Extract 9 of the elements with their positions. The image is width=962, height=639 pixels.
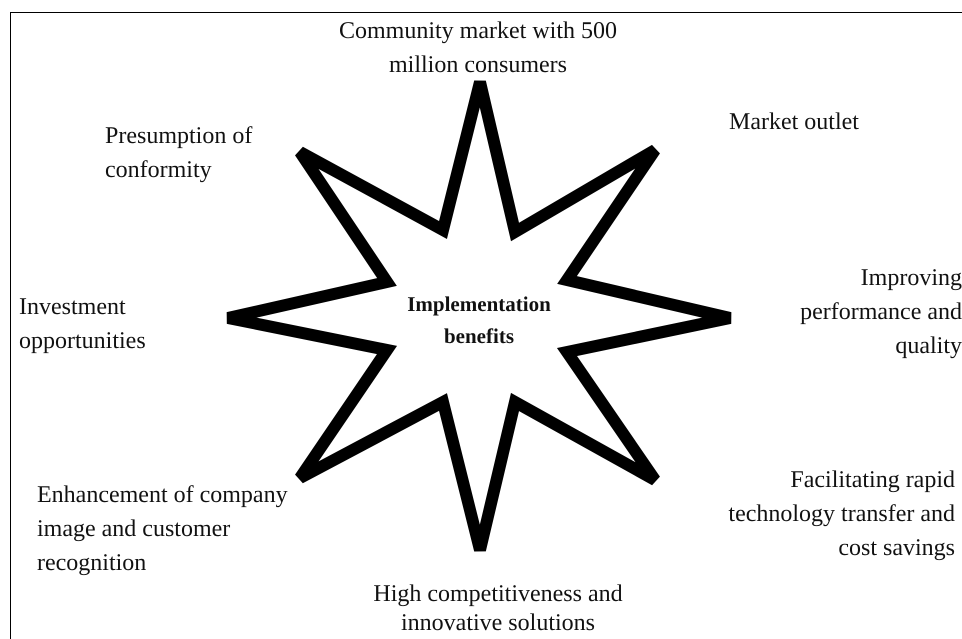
benefit-label: High competitiveness and innovative solutions [372,580,624,638]
benefit-label: Presumption of conformity [105,122,254,185]
benefit-label: Community market with 500 million consumers [338,17,618,80]
benefit-label: Facilitating rapid technology transfer and cost savings [728,466,955,563]
star-title: Implementation benefits [406,291,552,350]
benefit-label: Market outlet [729,108,860,137]
benefit-label: Improving performance and quality [799,264,962,361]
benefit-label: Enhancement of company image and customer recognition [37,481,289,578]
benefit-label: Investment opportunities [19,293,147,356]
